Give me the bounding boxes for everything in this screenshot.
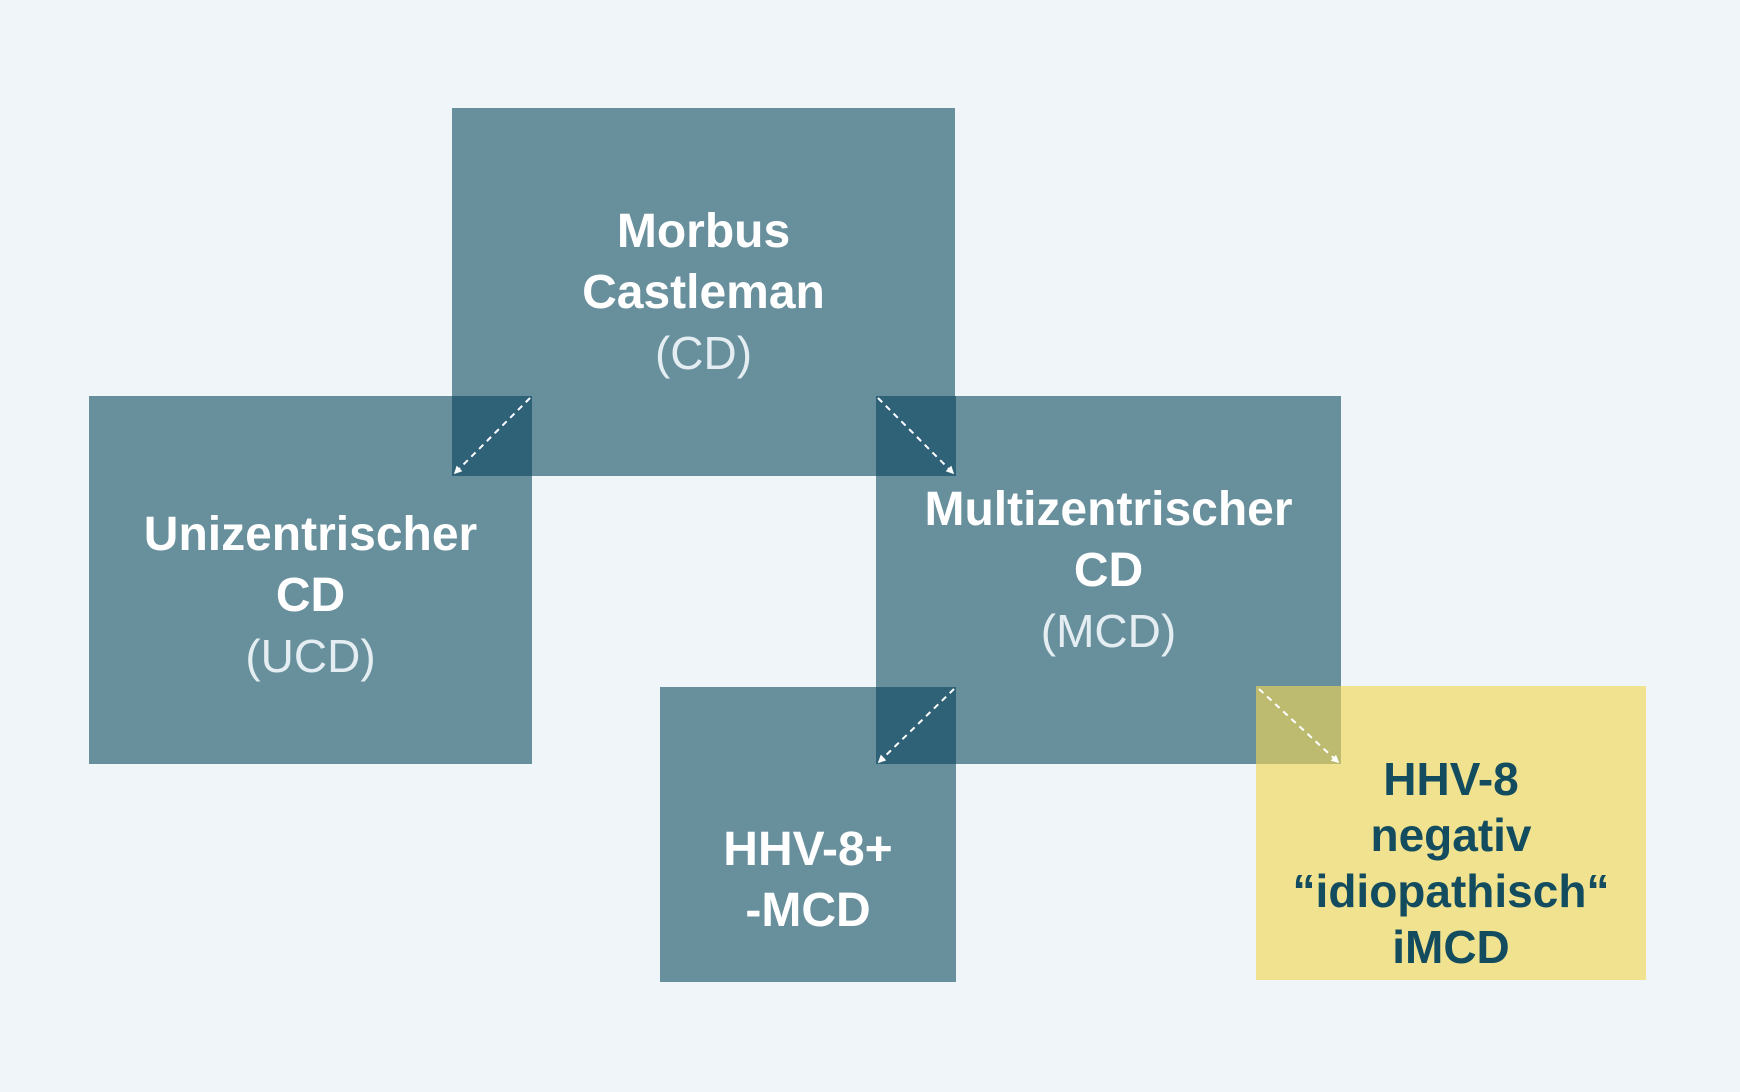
overlap-mcd-hhv8neg xyxy=(1256,686,1341,764)
overlap-root-ucd xyxy=(452,396,532,476)
node-hhv8-neg-line-1: HHV-8 xyxy=(1383,753,1519,805)
node-morbus-castleman: Morbus Castleman (CD) xyxy=(452,108,955,476)
node-hhv8-neg-line-4: iMCD xyxy=(1392,921,1510,973)
node-mcd-title-2: CD xyxy=(1073,544,1144,597)
node-mcd-title-1: Multizentrischer xyxy=(924,483,1293,536)
overlap-mcd-hhv8pos xyxy=(876,687,956,764)
node-morbus-castleman-abbr: (CD) xyxy=(654,327,753,379)
node-hhv8-neg-line-2: negativ xyxy=(1370,809,1532,861)
node-ucd-abbr: (UCD) xyxy=(245,630,376,682)
overlap-root-mcd xyxy=(876,396,956,476)
node-hhv8-pos-line-1: HHV-8+ xyxy=(723,822,893,876)
node-mcd-abbr: (MCD) xyxy=(1040,605,1177,657)
node-unizentrischer-cd: Unizentrischer CD (UCD) xyxy=(89,396,532,764)
node-hhv8-pos-line-2: -MCD xyxy=(745,883,871,937)
node-morbus-castleman-title-2: Castleman xyxy=(582,266,825,319)
node-ucd-title-1: Unizentrischer xyxy=(143,508,478,561)
node-hhv8-neg-line-3: “idiopathisch“ xyxy=(1292,865,1610,917)
node-ucd-title-2: CD xyxy=(275,569,346,622)
node-morbus-castleman-title-1: Morbus xyxy=(616,205,791,258)
